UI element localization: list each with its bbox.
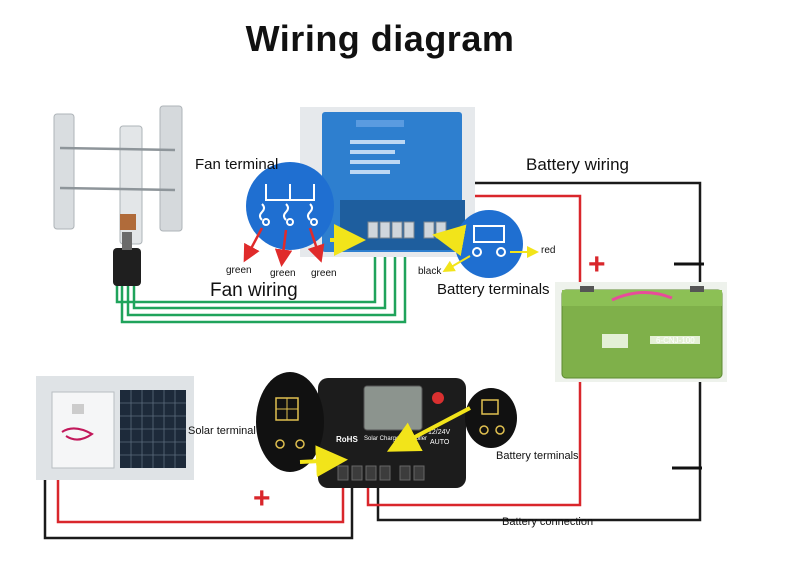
minus-sign-bottom: — — [672, 450, 702, 483]
minus-sign-top: — — [674, 246, 704, 279]
battery-terminal-callout-top — [432, 210, 539, 278]
battery-image — [555, 282, 727, 382]
battery-connection-label: Battery connection — [502, 516, 594, 528]
diagram-title: Wiring diagram — [245, 18, 515, 59]
controller-rohs-text: RoHS — [336, 435, 358, 444]
controller-mode-text: AUTO — [430, 439, 450, 446]
plus-sign-top: + — [588, 248, 606, 281]
fan-wiring-label: Fan wiring — [210, 280, 298, 301]
wire-label-red: red — [541, 245, 556, 256]
battery-terminals-label-top: Battery terminals — [437, 281, 550, 298]
wind-turbine-image — [53, 105, 183, 286]
solar-panel-image — [36, 376, 194, 480]
fan-wire-red-arrows — [243, 227, 325, 267]
solar-controller-image: RoHS Solar Charge Controller 12/24V AUTO — [318, 378, 466, 488]
wire-label-green-2: green — [270, 268, 296, 279]
fan-terminal-callout — [246, 162, 366, 256]
battery-wiring-label: Battery wiring — [526, 155, 629, 174]
battery-model-text: 6-CNJ-100 — [656, 336, 695, 345]
battery-terminal-callout-bottom — [386, 388, 517, 452]
solar-terminal-callout — [256, 372, 348, 478]
wire-label-black: black — [418, 266, 442, 277]
solar-wire-black — [43, 455, 354, 540]
plus-sign-bottom: + — [253, 482, 271, 515]
fan-terminal-label: Fan terminal — [195, 156, 279, 173]
solar-terminal-label: Solar terminal — [188, 425, 256, 437]
wire-label-green-1: green — [226, 265, 252, 276]
battery-terminals-label-bottom: Battery terminals — [496, 450, 579, 462]
wire-label-green-3: green — [311, 268, 337, 279]
controller-voltage-text: 12/24V — [428, 429, 451, 436]
battery-connection-black — [376, 380, 702, 522]
solar-wire-red — [56, 455, 345, 524]
